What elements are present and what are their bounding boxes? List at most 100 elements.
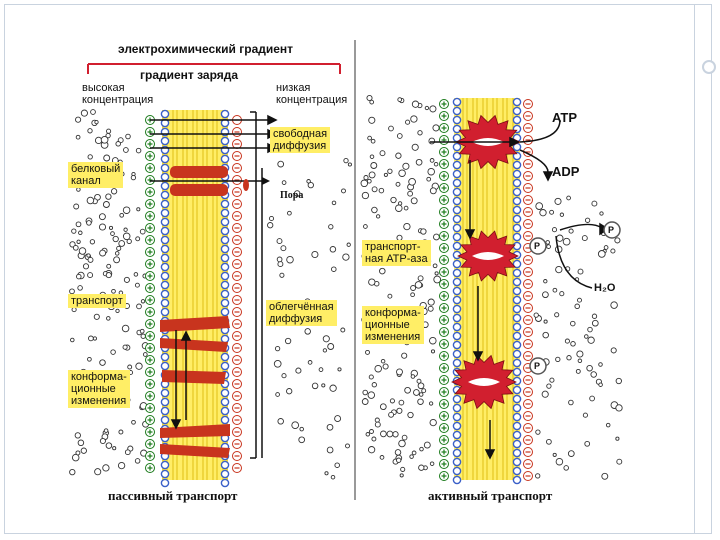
- pore-label: Пора: [280, 190, 304, 201]
- plus-ion: [439, 195, 449, 205]
- solute-molecule: [321, 383, 326, 388]
- solute-molecule: [363, 224, 368, 229]
- solute-molecule: [274, 345, 281, 352]
- solute-molecule: [113, 256, 121, 264]
- lipid-head: [512, 340, 522, 350]
- solute-molecule: [417, 130, 423, 136]
- solute-molecule: [135, 362, 143, 370]
- lipid-head: [512, 322, 522, 332]
- solute-molecule: [582, 412, 588, 418]
- minus-ion: [232, 427, 242, 437]
- solute-molecule: [542, 291, 549, 299]
- solute-molecule: [433, 275, 442, 284]
- solute-molecule: [374, 421, 381, 428]
- low-concentration-label: низкая концентрация: [276, 82, 348, 106]
- solute-molecule: [76, 273, 82, 280]
- solute-molecule: [390, 196, 397, 204]
- solute-molecule: [111, 288, 116, 294]
- solute-molecule: [142, 352, 148, 357]
- charge-gradient-label: градиент заряда: [140, 68, 239, 82]
- solute-molecule: [304, 328, 311, 335]
- solute-molecule: [136, 303, 142, 310]
- minus-ion: [232, 307, 242, 317]
- solute-molecule: [428, 137, 436, 145]
- solute-molecule: [398, 169, 406, 177]
- solute-molecule: [566, 355, 572, 361]
- left-membrane: [162, 110, 228, 480]
- solute-molecule: [123, 227, 128, 232]
- solute-molecule: [379, 267, 386, 275]
- solute-molecule: [616, 458, 623, 465]
- solute-molecule: [342, 253, 350, 261]
- lipid-head: [160, 397, 170, 407]
- solute-molecule: [411, 100, 420, 108]
- solute-molecule: [429, 336, 437, 345]
- solute-molecule: [110, 188, 118, 195]
- solute-molecule: [615, 377, 622, 385]
- minus-ion: [523, 171, 533, 181]
- plus-ion: [145, 139, 155, 149]
- lipid-head: [452, 340, 462, 350]
- water-label: H₂O: [594, 282, 616, 294]
- solute-molecule: [134, 282, 140, 288]
- minus-ion: [232, 151, 242, 161]
- plus-ion: [439, 279, 449, 289]
- solute-molecule: [387, 293, 393, 299]
- solute-molecule: [591, 200, 598, 207]
- lipid-head: [160, 352, 170, 362]
- lipid-head: [452, 259, 462, 269]
- solute-molecule: [284, 337, 292, 345]
- solute-molecule: [327, 343, 335, 350]
- solute-molecule: [326, 446, 334, 454]
- lipid-head: [452, 349, 462, 359]
- solute-molecule: [87, 356, 92, 362]
- solute-molecule: [361, 191, 370, 200]
- lipid-head: [220, 136, 230, 146]
- lipid-head: [220, 334, 230, 344]
- solute-molecule: [69, 288, 75, 295]
- solute-molecule: [275, 392, 280, 397]
- minus-ion: [232, 187, 242, 197]
- solute-molecule: [330, 474, 336, 480]
- solute-molecule: [545, 240, 550, 245]
- solute-molecule: [139, 328, 145, 334]
- lipid-head: [452, 304, 462, 314]
- plus-ion: [145, 163, 155, 173]
- solute-molecule: [105, 442, 113, 449]
- solute-molecule: [597, 250, 606, 258]
- solute-molecule: [277, 261, 284, 268]
- solute-molecule: [122, 344, 128, 350]
- lipid-head: [160, 109, 170, 119]
- plus-ion: [145, 463, 155, 473]
- lipid-head: [512, 475, 522, 485]
- minus-ion: [523, 195, 533, 205]
- solute-molecule: [400, 466, 406, 472]
- solute-molecule: [396, 368, 403, 376]
- plus-ion: [439, 315, 449, 325]
- lipid-head: [452, 115, 462, 125]
- lipid-head: [512, 160, 522, 170]
- solute-molecule: [87, 256, 94, 263]
- solute-molecule: [429, 418, 437, 427]
- minus-ion: [232, 271, 242, 281]
- lipid-head: [512, 268, 522, 278]
- solute-molecule: [140, 333, 146, 339]
- minus-ion: [232, 235, 242, 245]
- solute-molecule: [415, 158, 423, 166]
- plus-ion: [439, 351, 449, 361]
- solute-molecule: [383, 172, 388, 177]
- lipid-head: [220, 352, 230, 362]
- solute-molecule: [363, 175, 369, 181]
- solute-molecule: [566, 195, 571, 201]
- solute-molecule: [417, 382, 425, 390]
- minus-ion: [232, 175, 242, 185]
- plus-ion: [145, 403, 155, 413]
- minus-ion: [523, 423, 533, 433]
- plus-ion: [439, 171, 449, 181]
- solute-molecule: [334, 415, 342, 423]
- solute-molecule: [533, 312, 539, 318]
- lipid-head: [452, 178, 462, 188]
- lipid-head: [220, 478, 230, 488]
- solute-molecule: [427, 298, 435, 306]
